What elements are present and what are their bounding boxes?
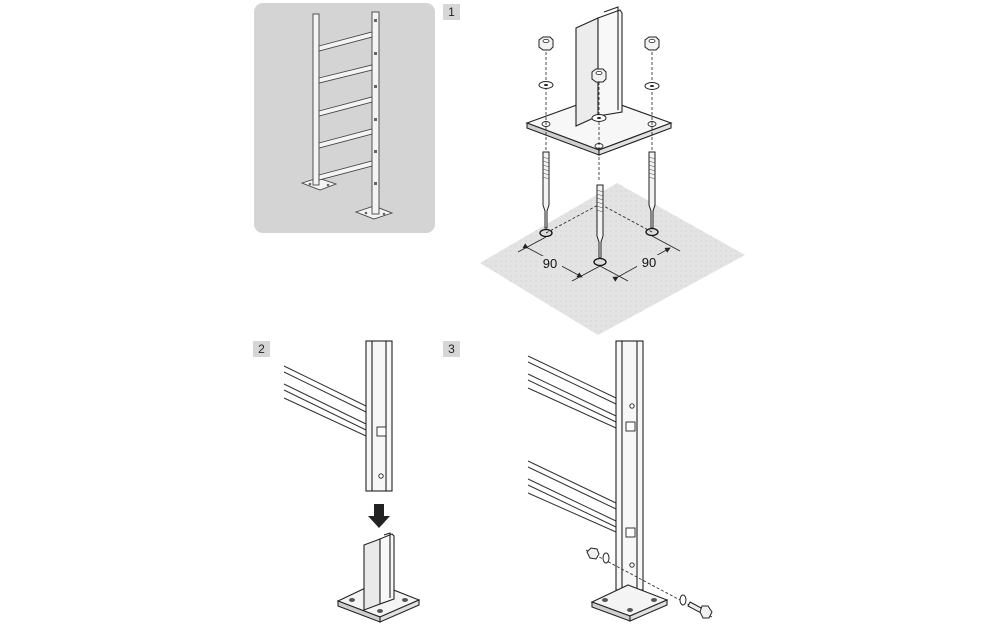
- overview-ladder-panel: [254, 3, 435, 233]
- post-channel: [575, 6, 623, 127]
- hex-nuts: [538, 36, 660, 83]
- step-3-badge: 3: [443, 341, 460, 357]
- step-1-anchor-illustration: 90 90: [480, 6, 745, 335]
- step-1-badge: 1: [443, 4, 460, 20]
- dimension-label-right: 90: [642, 255, 656, 270]
- step-2-badge: 2: [253, 341, 270, 357]
- dimension-label-left: 90: [543, 256, 557, 271]
- insert-arrow-icon: [368, 504, 390, 528]
- step-3-bolt-illustration: [527, 340, 713, 622]
- step-3-bolt: [679, 594, 713, 619]
- step-2-insert-illustration: [283, 340, 421, 623]
- step-3-nut: [586, 547, 610, 564]
